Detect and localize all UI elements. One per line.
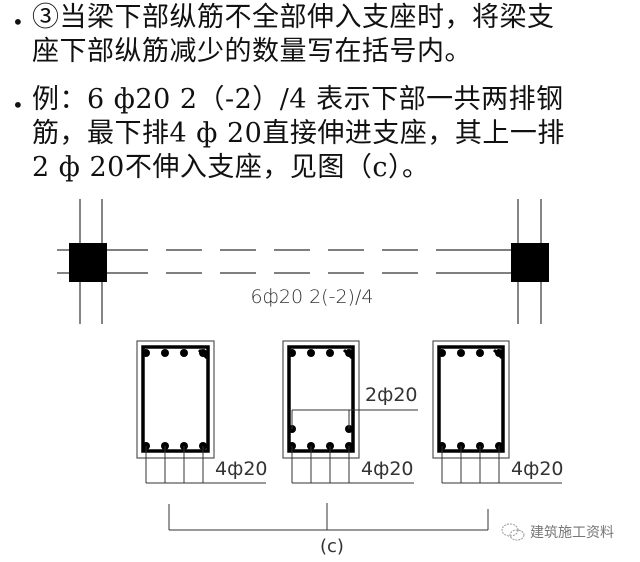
figure-bracket — [168, 503, 489, 531]
section-2 — [282, 340, 418, 484]
bullet-1-line-1: ③当梁下部纵筋不全部伸入支座时，将梁支 — [32, 2, 555, 33]
bullet-2-line-3: 2 ф 20不伸入支座，见图（c）。 — [32, 152, 430, 183]
section-2-bottom-label: 4ф20 — [361, 458, 414, 480]
left-support-block — [69, 243, 107, 282]
bullet-marker: • — [12, 10, 24, 34]
beam-rebar-lines — [57, 249, 511, 274]
bullet-2-line-2: 筋，最下排4 ф 20直接伸进支座，其上一排 — [32, 118, 565, 149]
watermark-text: 建筑施工资料 — [530, 525, 614, 541]
beam-rebar-label: 6ф20 2(-2)/4 — [251, 286, 374, 308]
section-1 — [136, 340, 266, 484]
bullet-1-line-2: 座下部纵筋减少的数量写在括号内。 — [32, 36, 472, 67]
right-support-block — [511, 243, 549, 282]
section-3 — [432, 340, 562, 484]
bullet-marker: • — [12, 93, 24, 117]
watermark: 建筑施工资料 — [500, 522, 614, 542]
wechat-icon — [501, 523, 525, 541]
figure-caption: (c) — [320, 536, 344, 557]
bullet-2-line-1: 例：6 ф20 2（-2）/4 表示下部一共两排钢 — [32, 84, 564, 115]
section-1-bottom-label: 4ф20 — [215, 458, 268, 480]
section-3-bottom-label: 4ф20 — [511, 458, 564, 480]
section-2-middle-label: 2ф20 — [365, 384, 418, 406]
